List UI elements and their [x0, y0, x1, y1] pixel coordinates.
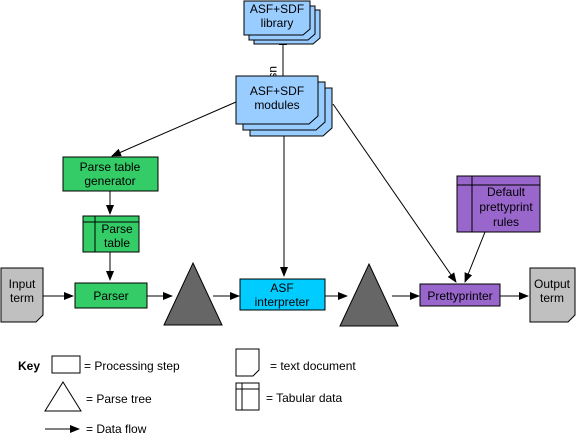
parser-label: Parser [93, 289, 128, 303]
output-term-node: Output term [529, 267, 576, 323]
output-label-line2: term [540, 291, 564, 305]
library-label-line2: library [261, 16, 294, 30]
input-term-node: Input term [0, 267, 44, 323]
ppr-label-line3: rules [493, 215, 519, 229]
modules-label-line2: modules [254, 98, 299, 112]
parse-tree-1 [163, 261, 223, 326]
legend-tabular-label: = Tabular data [266, 391, 342, 405]
input-label-line2: term [10, 291, 34, 305]
parse-table-node: Parse table [82, 215, 140, 253]
asf-label-line1: ASF [270, 281, 293, 295]
asf-label-line2: interpreter [255, 295, 310, 309]
legend-processing-swatch [51, 355, 81, 374]
ptable-label-line2: table [104, 236, 130, 250]
library-node: ASF+SDF library [243, 0, 321, 45]
prettyprinter-node: Prettyprinter [419, 283, 501, 307]
ptable-label-line1: Parse [101, 222, 133, 236]
ptgen-label-line1: Parse table [80, 160, 141, 174]
legend-processing-label: = Processing step [84, 359, 180, 373]
edges [43, 35, 529, 300]
ppr-label-line1: Default [487, 185, 526, 199]
legend-data-flow-label: = Data flow [86, 422, 147, 436]
modules-node: ASF+SDF modules [235, 75, 333, 137]
legend-tabular-icon [235, 382, 260, 411]
prettyprint-rules-node: Default prettyprint rules [456, 175, 541, 233]
library-label-line1: ASF+SDF [250, 2, 304, 16]
edge-modules-to-pp [332, 103, 457, 283]
legend-parse-tree-label: = Parse tree [86, 392, 152, 406]
ppr-label-line2: prettyprint [479, 200, 533, 214]
legend: Key = Processing step = text document = … [18, 348, 356, 436]
pp-label: Prettyprinter [427, 289, 492, 303]
asf-interpreter-node: ASF interpreter [239, 278, 326, 311]
edge-ppr-to-pp [464, 231, 486, 283]
legend-parse-tree-icon [44, 381, 82, 412]
input-label-line1: Input [9, 277, 36, 291]
parse-tree-2 [339, 262, 399, 327]
edge-modules-to-ptgen [111, 101, 237, 157]
modules-label-line1: ASF+SDF [250, 84, 304, 98]
parse-table-generator-node: Parse table generator [62, 156, 159, 192]
parser-node: Parser [74, 282, 148, 309]
ptgen-label-line2: generator [84, 174, 135, 188]
legend-document-icon [235, 348, 260, 377]
legend-title: Key [18, 359, 40, 373]
legend-document-label: = text document [270, 359, 356, 373]
output-label-line1: Output [534, 277, 571, 291]
